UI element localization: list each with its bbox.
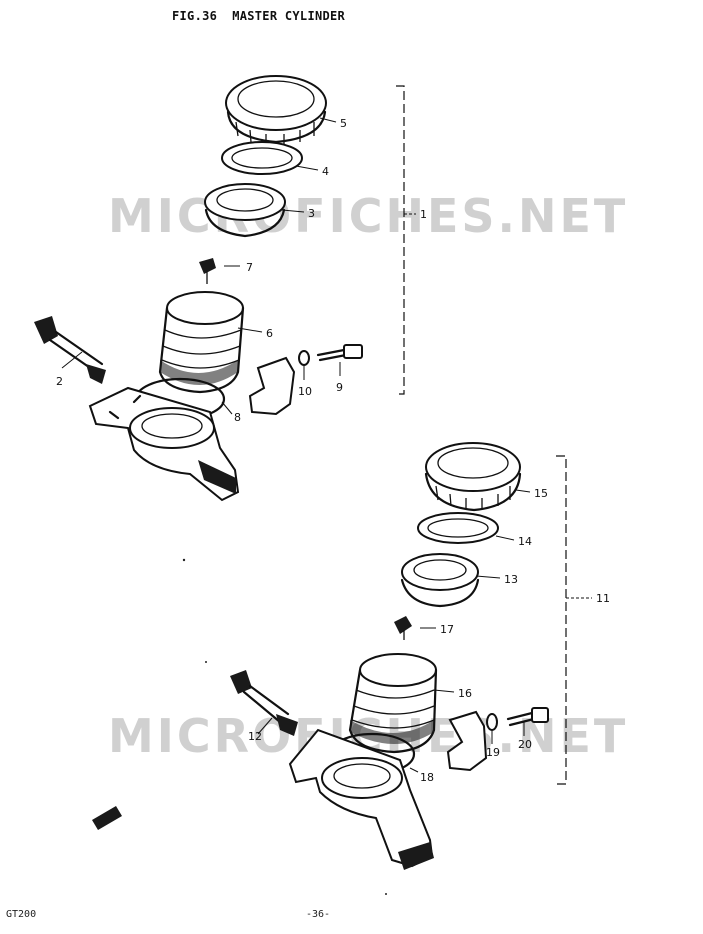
- callout-7: 7: [246, 261, 253, 274]
- lower-reservoir-body: [348, 653, 438, 754]
- footer-page-number: -36-: [306, 909, 331, 920]
- upper-reservoir-body: [158, 291, 245, 394]
- callout-9: 9: [336, 381, 343, 394]
- lower-clamp: [446, 710, 488, 772]
- watermark-upper: MICROFICHES.NET: [108, 189, 628, 243]
- callout-12: 12: [248, 730, 262, 743]
- callout-18: 18: [420, 771, 434, 784]
- callout-6: 6: [266, 327, 273, 340]
- figure-title: FIG.36 MASTER CYLINDER: [172, 9, 346, 23]
- callout-10: 10: [298, 385, 312, 398]
- callout-17: 17: [440, 623, 454, 636]
- upper-clamp: [248, 356, 296, 416]
- footer-model: GT200: [6, 909, 37, 920]
- speck: [182, 558, 186, 562]
- lower-reservoir-cap: [424, 442, 522, 512]
- lower-washer: [486, 713, 498, 731]
- callout-5: 5: [340, 117, 347, 130]
- bracket-assembly-1: [396, 85, 416, 395]
- callout-13: 13: [504, 573, 518, 586]
- upper-bolt: [316, 344, 363, 362]
- upper-screw-7: [199, 258, 216, 284]
- callout-19: 19: [486, 746, 500, 759]
- upper-master-cylinder-body: [88, 386, 240, 502]
- speck: [385, 893, 387, 895]
- upper-reservoir-cap: [225, 75, 327, 145]
- lower-master-cylinder-body: [288, 728, 434, 870]
- callout-16: 16: [458, 687, 472, 700]
- bracket-assembly-11: [556, 455, 592, 785]
- callout-15: 15: [534, 487, 548, 500]
- small-part-tag: [92, 806, 122, 830]
- lower-diaphragm: [400, 553, 480, 608]
- speck: [205, 661, 207, 663]
- upper-diaphragm: [204, 183, 286, 238]
- lower-diaphragm-plate: [417, 512, 499, 544]
- lower-screw-17: [394, 616, 412, 640]
- callout-8: 8: [234, 411, 241, 424]
- callout-3: 3: [308, 207, 315, 220]
- callout-20: 20: [518, 738, 532, 751]
- callout-1: 1: [420, 208, 427, 221]
- upper-diaphragm-plate: [221, 141, 303, 175]
- callout-11: 11: [596, 592, 610, 605]
- callout-2: 2: [56, 375, 63, 388]
- callout-4: 4: [322, 165, 329, 178]
- upper-washer: [298, 350, 310, 366]
- lower-brake-hose-fitting: [230, 670, 298, 736]
- lower-bolt: [506, 707, 549, 727]
- upper-brake-hose-fitting: [34, 316, 106, 384]
- callout-14: 14: [518, 535, 532, 548]
- leader-lines: [61, 117, 531, 773]
